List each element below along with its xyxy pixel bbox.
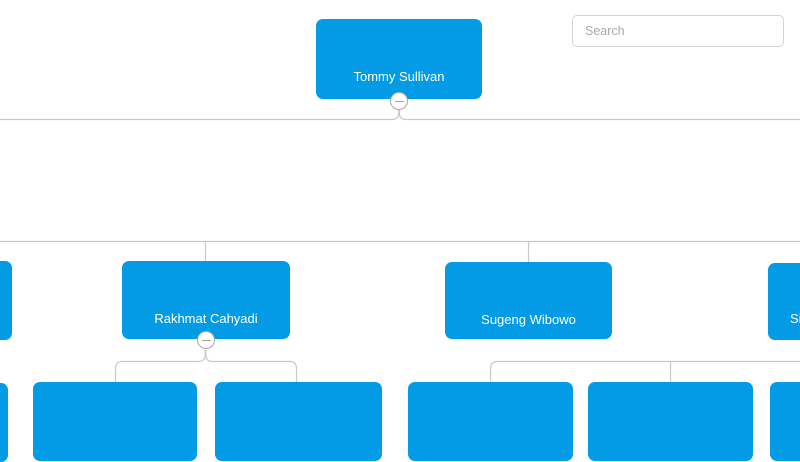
org-node-sugeng[interactable]: Sugeng Wibowo	[445, 262, 612, 339]
org-node-partial-bottom-left[interactable]	[0, 383, 8, 462]
org-node-bottom-2[interactable]	[215, 382, 382, 461]
minus-icon	[395, 101, 404, 102]
connector-line	[0, 110, 399, 120]
org-node-label: Si	[790, 311, 800, 327]
connector-line	[206, 350, 297, 383]
minus-icon	[202, 340, 211, 341]
org-node-partial-right[interactable]: Si	[768, 263, 800, 340]
connector-line	[399, 110, 800, 120]
collapse-button[interactable]	[390, 92, 408, 110]
org-node-partial-left[interactable]	[0, 261, 12, 340]
search-input[interactable]	[572, 15, 784, 47]
org-node-bottom-3[interactable]	[408, 382, 573, 461]
org-node-label: Rakhmat Cahyadi	[122, 311, 290, 327]
org-node-rakhmat[interactable]: Rakhmat Cahyadi	[122, 261, 290, 339]
org-node-bottom-1[interactable]	[33, 382, 197, 461]
org-chart-canvas: Tommy Sullivan Rakhmat Cahyadi Sugeng Wi…	[0, 0, 800, 420]
org-node-root[interactable]: Tommy Sullivan	[316, 19, 482, 99]
org-node-label: Sugeng Wibowo	[445, 312, 612, 328]
connector-line	[491, 362, 800, 383]
org-node-bottom-4[interactable]	[588, 382, 753, 461]
org-node-bottom-5[interactable]	[770, 382, 800, 461]
connector-line	[116, 350, 206, 383]
collapse-button[interactable]	[197, 331, 215, 349]
org-node-label: Tommy Sullivan	[316, 69, 482, 85]
